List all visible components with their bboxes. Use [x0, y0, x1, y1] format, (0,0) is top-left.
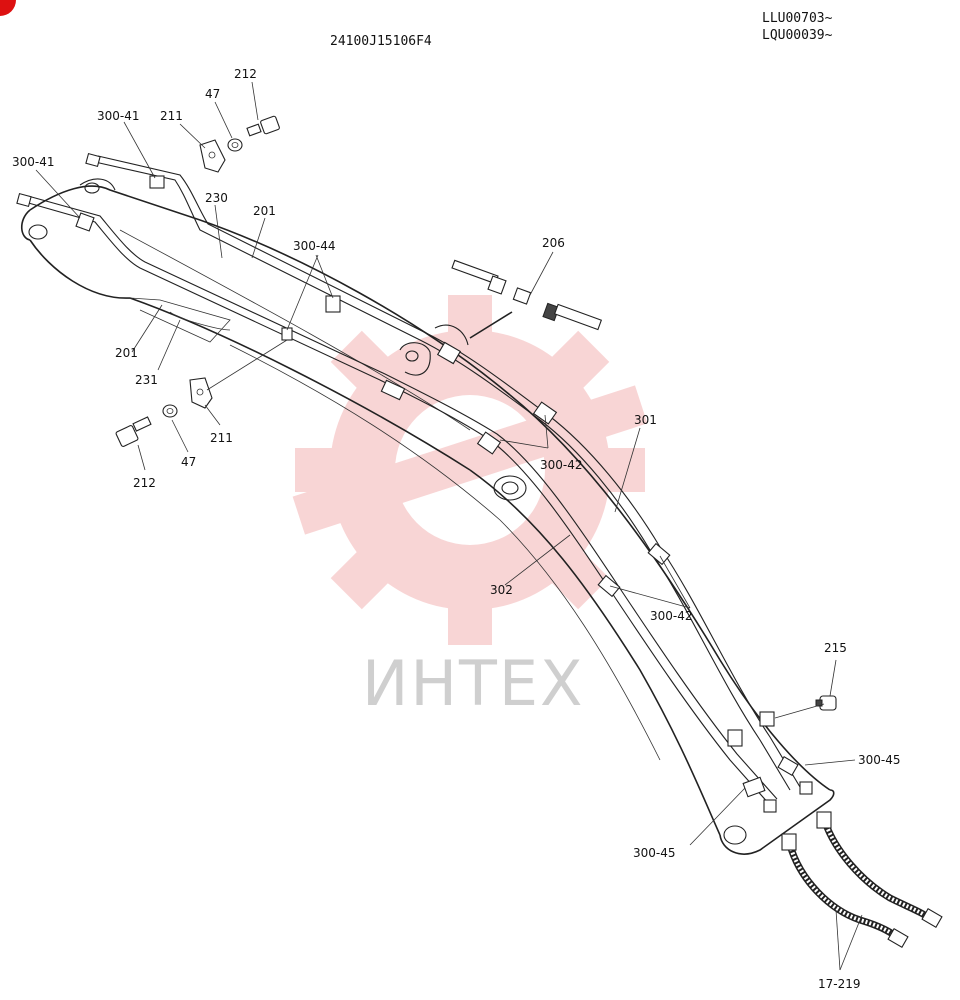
- serial-range-2: LQU00039~: [762, 28, 833, 43]
- bolt-206-icon: [451, 259, 603, 339]
- washer-47-bottom-icon: [162, 404, 178, 418]
- callout-300-45-b: 300-45: [633, 846, 676, 860]
- callout-212-bottom: 212: [133, 476, 156, 490]
- pipe-201-upper: [94, 155, 801, 791]
- callout-300-44: 300-44: [293, 239, 336, 253]
- callout-201-top: 201: [253, 204, 276, 218]
- callout-206: 206: [542, 236, 565, 250]
- callout-215: 215: [824, 641, 847, 655]
- callout-300-41-a: 300-41: [97, 109, 140, 123]
- pipe-201-lower: [24, 195, 778, 806]
- clamp-211-bottom: [189, 377, 213, 409]
- callout-301: 301: [634, 413, 657, 427]
- serial-range-1: LLU00703~: [762, 11, 833, 26]
- hoses-17-219: [781, 811, 943, 948]
- bolt-212-bottom-icon: [115, 416, 152, 447]
- callout-231: 231: [135, 373, 158, 387]
- callout-230: 230: [205, 191, 228, 205]
- callout-211-top: 211: [160, 109, 183, 123]
- part-number: 24100J15106F4: [330, 34, 432, 49]
- callout-17-219: 17-219: [818, 977, 861, 991]
- bolt-212-top-icon: [246, 115, 280, 137]
- pipe-clamps: [75, 175, 813, 813]
- callout-300-42-a: 300-42: [540, 458, 583, 472]
- clamp-211-top: [199, 139, 226, 173]
- callout-labels: 212 47 211 300-41 300-41 230 201 300-44 …: [12, 67, 901, 991]
- callout-211-bottom: 211: [210, 431, 233, 445]
- callout-47-bottom: 47: [181, 455, 196, 469]
- plug-215-icon: [815, 695, 837, 711]
- washer-47-top-icon: [227, 138, 243, 152]
- callout-201-left: 201: [115, 346, 138, 360]
- callout-212-top: 212: [234, 67, 257, 81]
- leader-lines: [35, 81, 863, 971]
- callout-302: 302: [490, 583, 513, 597]
- pipe-end-fittings: [16, 152, 101, 208]
- boom-body: [20, 178, 835, 855]
- watermark-text: ИНТЕХ: [362, 647, 585, 720]
- callout-47-top: 47: [205, 87, 220, 101]
- callout-300-42-b: 300-42: [650, 609, 693, 623]
- callout-300-45-a: 300-45: [858, 753, 901, 767]
- corner-mark-icon: [0, 0, 16, 16]
- callout-300-41-b: 300-41: [12, 155, 55, 169]
